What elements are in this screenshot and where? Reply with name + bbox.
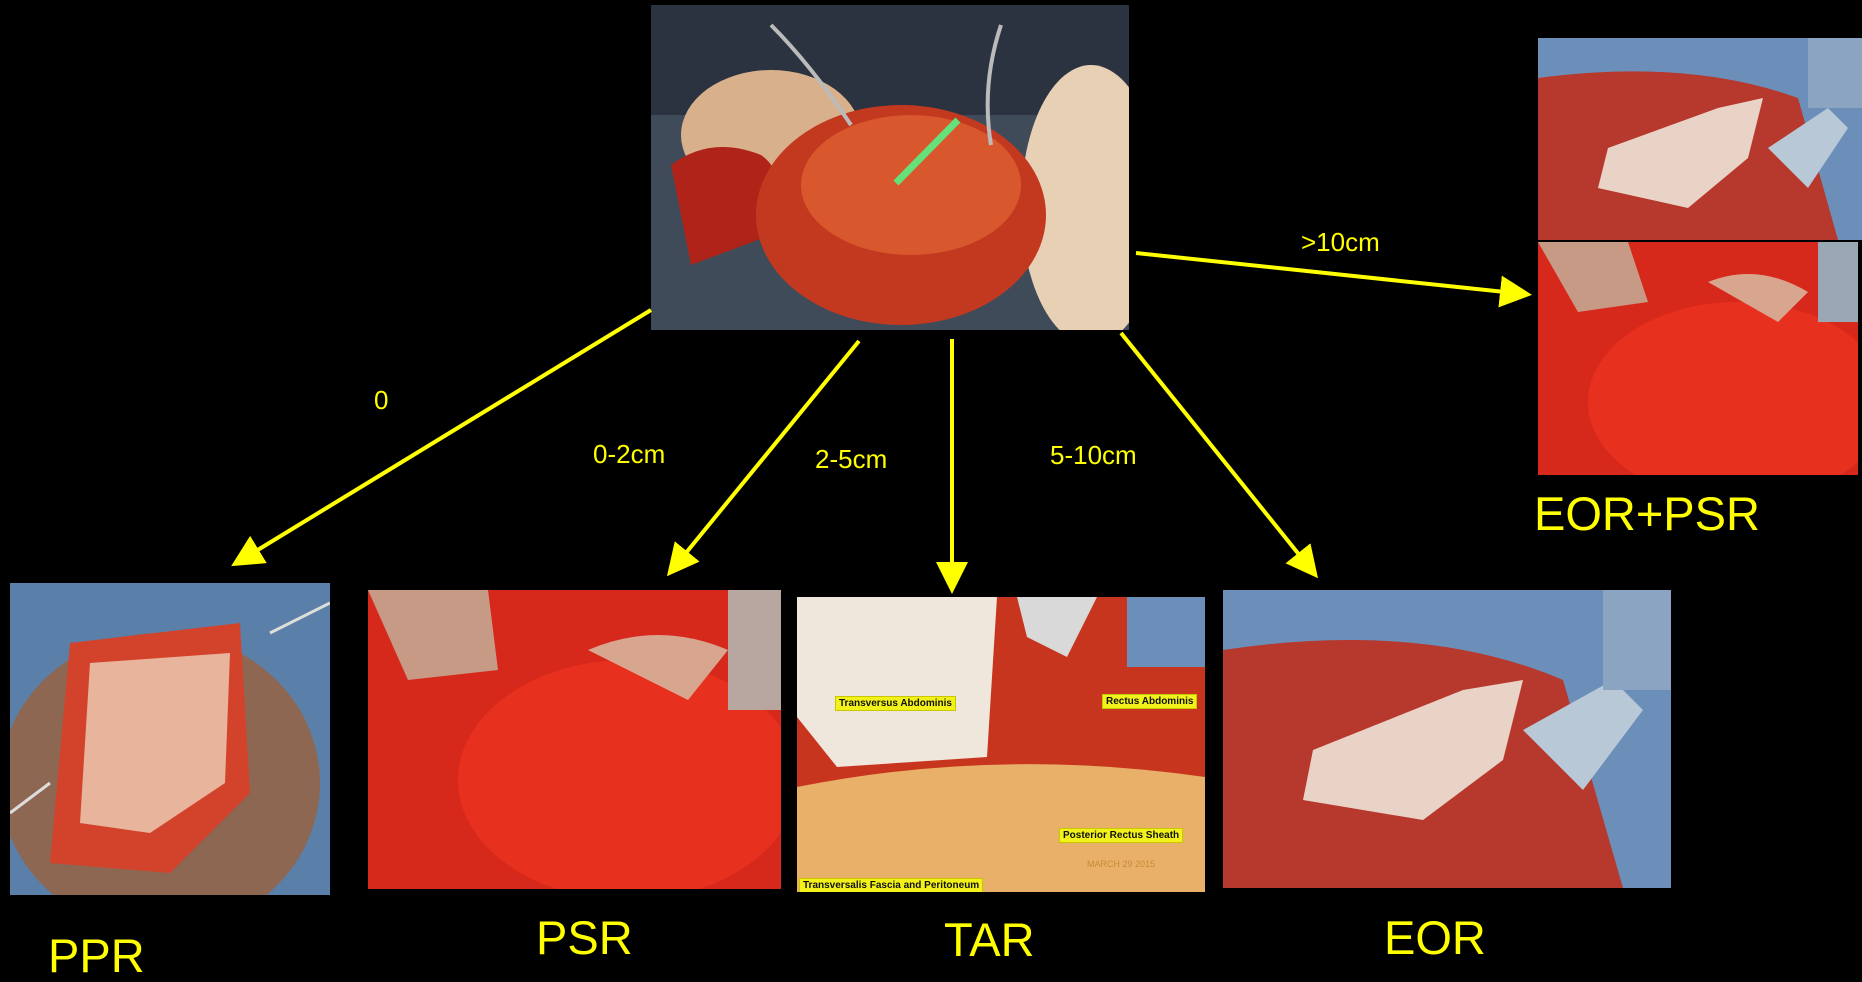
label-gap-over-10cm: >10cm <box>1301 229 1380 255</box>
annotation-posterior-sheath: Posterior Rectus Sheath <box>1059 828 1183 843</box>
annotation-fascia: Transversalis Fascia and Peritoneum <box>799 878 983 892</box>
photo-tar: Transversus Abdominis Rectus Abdominis P… <box>797 597 1205 892</box>
arrow-to-eor-psr <box>1136 253 1524 294</box>
label-gap-5-10cm: 5-10cm <box>1050 442 1137 468</box>
label-tar: TAR <box>944 916 1035 963</box>
arrow-to-ppr <box>238 310 651 562</box>
photo-ppr <box>10 583 330 895</box>
photo-eor-upper <box>1538 38 1862 240</box>
photo-eor <box>1223 590 1671 888</box>
label-gap-2-5cm: 2-5cm <box>815 446 887 472</box>
label-eor-psr: EOR+PSR <box>1534 490 1760 537</box>
label-gap-0-2cm: 0-2cm <box>593 441 665 467</box>
photo-hernia-defect <box>651 5 1129 330</box>
annotation-rectus: Rectus Abdominis <box>1102 694 1197 709</box>
label-eor: EOR <box>1384 914 1486 961</box>
label-ppr: PPR <box>48 932 145 979</box>
photo-psr-upper <box>1538 242 1858 475</box>
annotation-transversus: Transversus Abdominis <box>835 696 956 711</box>
arrow-to-eor <box>1121 333 1313 572</box>
photo-psr <box>368 590 781 889</box>
label-psr: PSR <box>536 914 633 961</box>
label-gap-0: 0 <box>374 387 388 413</box>
photo-watermark: MARCH 29 2015 <box>1087 859 1155 869</box>
